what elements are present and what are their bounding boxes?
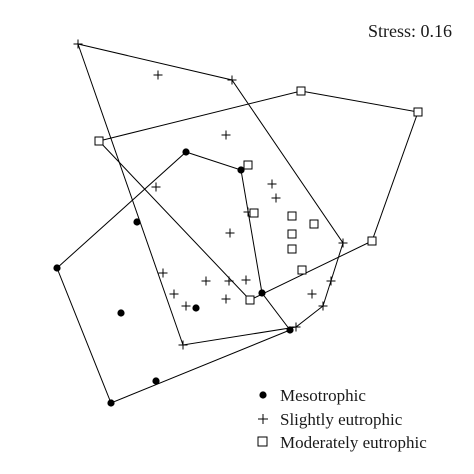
legend-marker-mesotrophic	[259, 391, 267, 399]
point-slightly-eutrophic	[267, 179, 277, 189]
legend-marker-slightly-eutrophic	[258, 414, 268, 424]
point-mesotrophic	[107, 399, 115, 407]
point-moderately-eutrophic	[287, 229, 297, 239]
legend-marker-moderately-eutrophic	[257, 436, 268, 447]
point-moderately-eutrophic	[309, 219, 319, 229]
point-moderately-eutrophic	[287, 211, 297, 221]
legend: Mesotrophic Slightly eutrophic Moderatel…	[257, 386, 427, 452]
legend-label-mesotrophic: Mesotrophic	[280, 386, 366, 405]
point-slightly-eutrophic	[326, 276, 336, 286]
point-mesotrophic	[182, 148, 190, 156]
point-slightly-eutrophic	[151, 182, 161, 192]
point-moderately-eutrophic	[249, 208, 259, 218]
point-slightly-eutrophic	[221, 130, 231, 140]
point-moderately-eutrophic	[297, 265, 307, 275]
point-moderately-eutrophic	[413, 107, 423, 117]
point-moderately-eutrophic	[367, 236, 377, 246]
point-slightly-eutrophic	[271, 193, 281, 203]
point-mesotrophic	[117, 309, 125, 317]
point-slightly-eutrophic	[158, 268, 168, 278]
point-slightly-eutrophic	[241, 275, 251, 285]
point-slightly-eutrophic	[221, 294, 231, 304]
point-slightly-eutrophic	[73, 39, 83, 49]
point-slightly-eutrophic	[201, 276, 211, 286]
point-slightly-eutrophic	[224, 276, 234, 286]
point-moderately-eutrophic	[243, 160, 253, 170]
point-slightly-eutrophic	[291, 322, 301, 332]
point-slightly-eutrophic	[318, 301, 328, 311]
point-slightly-eutrophic	[178, 340, 188, 350]
stress-annotation: Stress: 0.16	[368, 21, 452, 41]
legend-label-moderately-eutrophic: Moderately eutrophic	[280, 433, 427, 452]
point-slightly-eutrophic	[153, 70, 163, 80]
point-moderately-eutrophic	[94, 136, 104, 146]
point-slightly-eutrophic	[307, 289, 317, 299]
point-mesotrophic	[192, 304, 200, 312]
point-mesotrophic	[53, 264, 61, 272]
point-mesotrophic	[286, 326, 294, 334]
point-slightly-eutrophic	[225, 228, 235, 238]
point-moderately-eutrophic	[296, 86, 306, 96]
point-slightly-eutrophic	[338, 238, 348, 248]
legend-label-slightly-eutrophic: Slightly eutrophic	[280, 410, 403, 429]
point-mesotrophic	[152, 377, 160, 385]
point-moderately-eutrophic	[245, 295, 255, 305]
point-mesotrophic	[133, 218, 141, 226]
point-mesotrophic	[237, 166, 245, 174]
hull-moderately-eutrophic	[98, 90, 419, 301]
point-slightly-eutrophic	[169, 289, 179, 299]
points-layer	[53, 39, 423, 407]
point-slightly-eutrophic	[227, 75, 237, 85]
point-slightly-eutrophic	[181, 301, 191, 311]
point-mesotrophic	[258, 289, 266, 297]
point-moderately-eutrophic	[287, 244, 297, 254]
